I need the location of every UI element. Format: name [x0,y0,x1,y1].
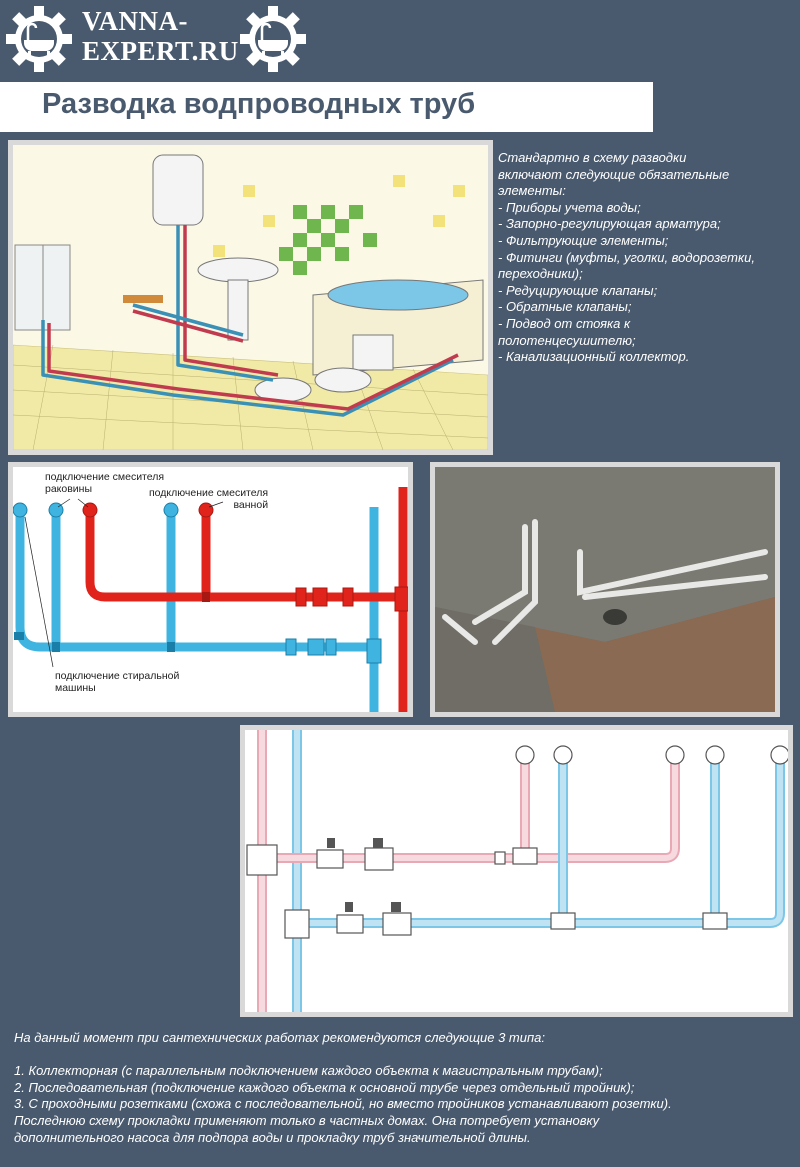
intro-line: элементы: [498,183,566,199]
bottom-text: На данный момент при сантехнических рабо… [14,1030,794,1146]
intro-line: - Канализационный коллектор. [498,349,690,365]
label-line: раковины [45,483,93,495]
site-logo[interactable]: VANNA- EXPERT.RU [0,0,330,78]
intro-line: переходники); [498,266,583,282]
bottom-line: дополнительного насоса для подпора воды … [14,1129,531,1145]
label-washer-connection: подключение стиральной машины [55,670,179,694]
logo-text: VANNA- EXPERT.RU [82,6,239,66]
intro-line: - Редуцирующие клапаны; [498,282,658,298]
bottom-line: 1. Коллекторная (с параллельным подключе… [14,1063,603,1079]
intro-line: - Запорно-регулирующая арматура; [498,216,721,232]
logo-line-1: VANNA- [82,6,189,36]
title-bar: Разводка водпроводных труб [0,82,653,132]
label-line: ванной [233,499,269,511]
logo-line-2: EXPERT.RU [82,36,239,66]
series-piping-diagram: подключение смесителя раковины подключен… [8,462,413,717]
intro-line: - Фитинги (муфты, уголки, водорозетки, [498,249,755,265]
intro-line: - Подвод от стояка к [498,315,631,331]
photo-render [435,467,775,712]
label-bath-connection: подключение смесителя ванной [149,487,268,511]
label-line: машины [55,682,96,694]
intro-text: Стандартно в схему разводки включают сле… [498,150,796,366]
bathroom-drawing [13,145,488,450]
bottom-line: Последнюю схему прокладки применяют толь… [14,1112,600,1128]
intro-line: включают следующие обязательные [498,166,730,182]
socket-schematic [245,730,788,1012]
gear-bathtub-icon [240,6,306,72]
bottom-line [14,1047,794,1064]
installed-pipes-photo [430,462,780,717]
intro-line: - Фильтрующие элементы; [498,232,669,248]
page-title: Разводка водпроводных труб [42,88,476,120]
label-line: подключение смесителя [45,471,165,483]
intro-line: Стандартно в схему разводки [498,150,687,165]
label-sink-connection: подключение смесителя раковины [45,471,164,495]
gear-bathtub-icon [6,6,72,72]
label-line: подключение стиральной [55,670,180,682]
bathroom-illustration [8,140,493,455]
bottom-line: 3. С проходными розетками (схожа с после… [14,1096,672,1112]
bottom-line: 2. Последовательная (подключение каждого… [14,1079,635,1095]
intro-line: - Приборы учета воды; [498,199,641,215]
label-line: подключение смесителя [149,487,269,499]
piping-schematic [13,467,408,712]
intro-line: полотенцесушителю; [498,332,636,348]
bottom-line: На данный момент при сантехнических рабо… [14,1030,545,1045]
intro-line: - Обратные клапаны; [498,299,632,315]
pass-through-socket-diagram [240,725,793,1017]
